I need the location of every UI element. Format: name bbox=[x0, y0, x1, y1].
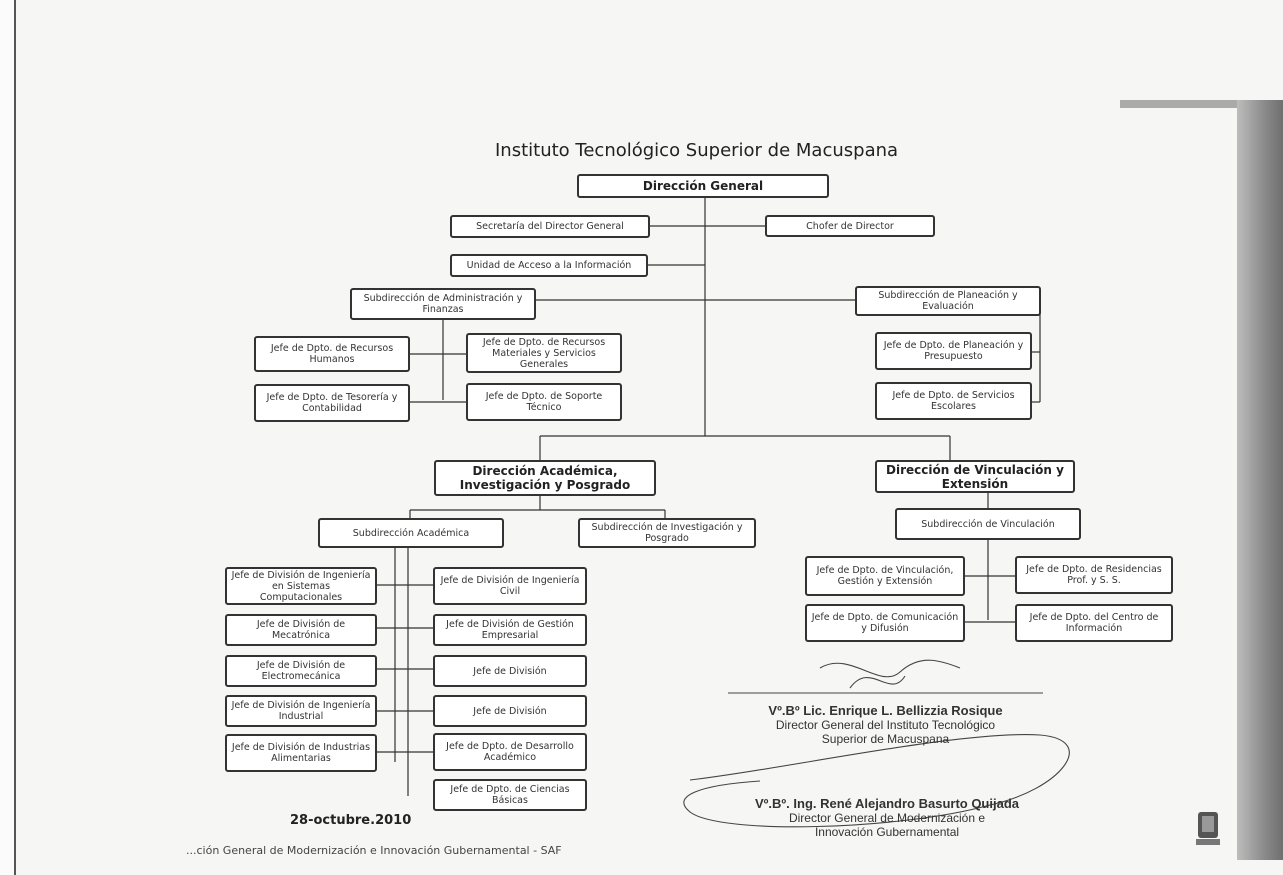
signature-block-1: Vº.Bº Lic. Enrique L. Bellizzia Rosique … bbox=[728, 703, 1043, 746]
signature-role-2b: Innovación Gubernamental bbox=[814, 825, 960, 839]
box-jefe-centro-info: Jefe de Dpto. del Centro de Información bbox=[1015, 604, 1173, 642]
box-jefe-comunicacion: Jefe de Dpto. de Comunicación y Difusión bbox=[805, 604, 965, 642]
seal-icon bbox=[1196, 812, 1220, 845]
signature-role-2a: Director General de Modernización e bbox=[788, 811, 986, 825]
box-chofer: Chofer de Director bbox=[765, 215, 935, 237]
box-jefe-residencias: Jefe de Dpto. de Residencias Prof. y S. … bbox=[1015, 556, 1173, 594]
signature-name-1: Vº.Bº Lic. Enrique L. Bellizzia Rosique bbox=[768, 703, 1003, 718]
box-div-gestion: Jefe de División de Gestión Empresarial bbox=[433, 614, 587, 646]
box-jefe-tesoreria: Jefe de Dpto. de Tesorería y Contabilida… bbox=[254, 384, 410, 422]
signature-role-1a: Director General del Instituto Tecnológi… bbox=[775, 718, 996, 732]
box-div-industrial: Jefe de División de Ingeniería Industria… bbox=[225, 695, 377, 727]
box-secretaria: Secretaría del Director General bbox=[450, 215, 650, 238]
box-jefe-materiales: Jefe de Dpto. de Recursos Materiales y S… bbox=[466, 333, 622, 373]
box-jefe-rh: Jefe de Dpto. de Recursos Humanos bbox=[254, 336, 410, 372]
box-jefe-ciencias: Jefe de Dpto. de Ciencias Básicas bbox=[433, 779, 587, 811]
box-sub-planeacion: Subdirección de Planeación y Evaluación bbox=[855, 286, 1041, 316]
box-sub-admin: Subdirección de Administración y Finanza… bbox=[350, 288, 536, 320]
box-div-civil: Jefe de División de Ingeniería Civil bbox=[433, 567, 587, 605]
box-div-sistemas: Jefe de División de Ingeniería en Sistem… bbox=[225, 567, 377, 605]
box-jefe-planeacion: Jefe de Dpto. de Planeación y Presupuest… bbox=[875, 332, 1032, 370]
scan-top-edge bbox=[1120, 100, 1280, 108]
signature-block-2: Vº.Bº. Ing. René Alejandro Basurto Quija… bbox=[712, 796, 1062, 839]
box-direccion-general: Dirección General bbox=[577, 174, 829, 198]
box-jefe-vinc-gestion: Jefe de Dpto. de Vinculación, Gestión y … bbox=[805, 556, 965, 596]
box-div-generic-2: Jefe de División bbox=[433, 695, 587, 727]
box-sub-academica: Subdirección Académica bbox=[318, 518, 504, 548]
box-jefe-desarrollo: Jefe de Dpto. de Desarrollo Académico bbox=[433, 733, 587, 771]
page-title: Instituto Tecnológico Superior de Macusp… bbox=[495, 140, 899, 161]
document-footer: ...ción General de Modernización e Innov… bbox=[186, 844, 562, 857]
box-div-alimentarias: Jefe de División de Industrias Alimentar… bbox=[225, 734, 377, 772]
box-div-electromecanica: Jefe de División de Electromecánica bbox=[225, 655, 377, 687]
scan-right-edge bbox=[1237, 100, 1283, 860]
box-unidad-acceso: Unidad de Acceso a la Información bbox=[450, 254, 648, 277]
signature-role-1b: Superior de Macuspana bbox=[821, 732, 950, 746]
document-date: 28-octubre.2010 bbox=[290, 813, 412, 828]
signature-name-2: Vº.Bº. Ing. René Alejandro Basurto Quija… bbox=[755, 796, 1019, 811]
box-sub-investigacion: Subdirección de Investigación y Posgrado bbox=[578, 518, 756, 548]
box-div-mecatronica: Jefe de División de Mecatrónica bbox=[225, 614, 377, 646]
box-dir-academica: Dirección Académica, Investigación y Pos… bbox=[434, 460, 656, 496]
scan-left-edge bbox=[0, 0, 16, 875]
box-dir-vinculacion: Dirección de Vinculación y Extensión bbox=[875, 460, 1075, 493]
box-div-generic-1: Jefe de División bbox=[433, 655, 587, 687]
box-jefe-soporte: Jefe de Dpto. de Soporte Técnico bbox=[466, 383, 622, 421]
box-jefe-servicios-escolares: Jefe de Dpto. de Servicios Escolares bbox=[875, 382, 1032, 420]
box-sub-vinculacion: Subdirección de Vinculación bbox=[895, 508, 1081, 540]
